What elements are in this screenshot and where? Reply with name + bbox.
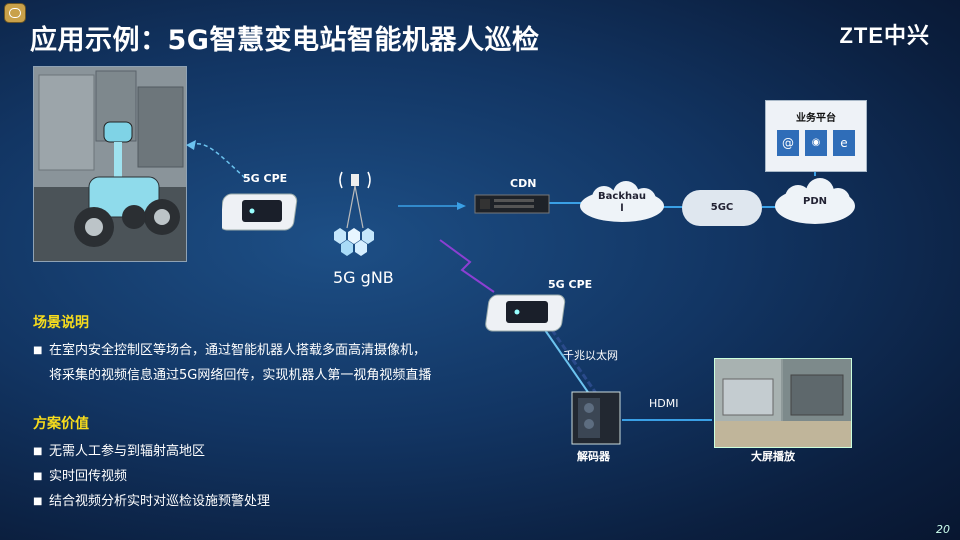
cpe-device-icon: [219, 192, 302, 238]
decoder-label: 解码器: [577, 450, 610, 463]
gnb-label: 5G gNB: [333, 268, 394, 287]
gigabit-label: 千兆以太网: [563, 349, 618, 362]
cpe-top-label: 5G CPE: [243, 172, 288, 185]
screen-photo: [714, 358, 852, 448]
scenario-bullet: 在室内安全控制区等场合，通过智能机器人搭载多面高清摄像机，: [33, 339, 426, 358]
fivegc-node: [682, 190, 762, 226]
zte-logo: ZTE中兴: [839, 23, 930, 48]
robot-photo: [33, 66, 187, 262]
business-platform-label: 业务平台: [796, 113, 836, 124]
video-icon: ◉: [805, 130, 827, 156]
page-title: 应用示例：5G智慧变电站智能机器人巡检: [30, 25, 540, 56]
page-number: 20: [936, 523, 950, 536]
big-screen-label: 大屏播放: [751, 450, 795, 463]
value-item: 无需人工参与到辐射高地区: [33, 440, 205, 459]
app-icons: @ ◉ e: [766, 130, 866, 156]
hdmi-label: HDMI: [649, 397, 679, 410]
pdn-label: PDN: [803, 196, 827, 207]
value-item: 结合视频分析实时对巡检设施预警处理: [33, 490, 270, 509]
cpe-bottom-label: 5G CPE: [548, 278, 593, 291]
antenna-icon: [320, 160, 390, 264]
cloud-icon: [772, 176, 858, 232]
cloud-icon: [576, 180, 668, 230]
backhaul-label: Backhau l: [598, 191, 646, 214]
browser-icon: e: [833, 130, 855, 156]
scenario-continuation: 将采集的视频信息通过5G网络回传，实现机器人第一视角视频直播: [49, 368, 432, 383]
chat-icon[interactable]: [4, 3, 26, 23]
fivegc-label: 5GC: [710, 202, 734, 213]
value-title: 方案价值: [33, 416, 89, 432]
email-icon: @: [777, 130, 799, 156]
pc-tower-icon: [570, 390, 622, 450]
cpe-device-icon: [484, 293, 570, 339]
server-icon: [474, 194, 550, 218]
cdn-label: CDN: [510, 177, 537, 190]
scenario-title: 场景说明: [33, 315, 89, 331]
value-item: 实时回传视频: [33, 465, 127, 484]
business-platform-box: 业务平台 @ ◉ e: [765, 100, 867, 172]
